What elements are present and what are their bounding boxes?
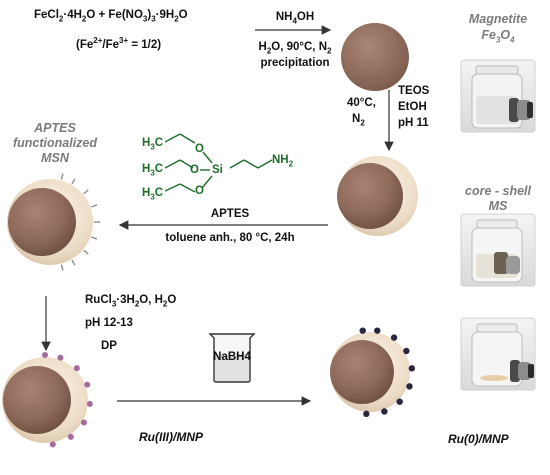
aptes-structure xyxy=(164,133,273,193)
aptes-tag xyxy=(60,173,64,180)
coating-gas: N2 xyxy=(352,113,365,128)
precipitation-conditions: H2O, 90°C, N2 xyxy=(258,41,332,56)
amine-group: NH2 xyxy=(272,154,294,169)
oxygen-1: O xyxy=(195,143,204,155)
aptes-msn-label-line3: MSN xyxy=(41,151,69,165)
ru-photo xyxy=(460,317,536,391)
ph-range-label: pH 12-13 xyxy=(85,317,133,329)
ru0-dot xyxy=(381,408,388,415)
ms-label: MS xyxy=(488,199,508,213)
methyl-3: H3C xyxy=(142,187,164,202)
ru3-dot xyxy=(57,354,64,361)
ru0-dot xyxy=(403,347,410,355)
ru3-mnp-label: Ru(III)/MNP xyxy=(139,430,203,444)
ru0-dot xyxy=(374,327,381,334)
ru0-mnp-label: Ru(0)/MNP xyxy=(448,432,509,446)
methyl-2: H3C xyxy=(142,163,164,178)
ruthenium-reagent: RuCl3·3H2O, H2O xyxy=(85,294,177,309)
magnetite-photo xyxy=(460,59,536,133)
magnetite-formula: Fe3O4 xyxy=(481,28,515,45)
aptes-tag xyxy=(60,264,64,271)
ru0-dot xyxy=(406,383,413,390)
ru0-dot xyxy=(408,365,416,372)
ru3-dot xyxy=(42,352,48,358)
aptes-msn-label-line1: APTES xyxy=(34,121,76,135)
nabh4-label: NaBH4 xyxy=(213,351,251,363)
nh4oh-label: NH4OH xyxy=(275,11,315,26)
magnetite-label: Magnetite xyxy=(468,12,528,26)
functionalization-conditions: toluene anh., 80 °C, 24h xyxy=(165,232,295,244)
silicon-atom: Si xyxy=(212,164,223,176)
etoh-label: EtOH xyxy=(398,101,427,113)
beaker-icon xyxy=(208,333,256,383)
reactants-text: FeCl2·4H2O + Fe(NO3)3·9H2O xyxy=(34,9,188,24)
precipitation-label: precipitation xyxy=(260,57,330,69)
methyl-1: H3C xyxy=(142,137,164,152)
ru3-dot xyxy=(67,433,74,440)
ru3-dot xyxy=(86,400,93,407)
ru0-mnp-particle xyxy=(330,327,416,418)
magnetite-core-particle xyxy=(341,23,409,91)
ru0-dot xyxy=(396,398,403,405)
ru0-dot xyxy=(363,410,370,418)
oxygen-3: O xyxy=(195,185,204,197)
core-shell-label: core - shell xyxy=(465,184,531,198)
aptes-tag xyxy=(91,236,98,240)
aptes-tag xyxy=(91,204,98,208)
aptes-tag xyxy=(83,189,89,195)
ph11-label: pH 11 xyxy=(398,117,429,129)
ru3-dot xyxy=(73,365,80,372)
aptes-tag xyxy=(71,259,76,266)
ru3-dot xyxy=(84,381,91,388)
core-shell-photo xyxy=(460,213,536,287)
dp-label: DP xyxy=(101,340,117,352)
teos-label: TEOS xyxy=(398,85,430,97)
ru3-dot xyxy=(80,419,87,426)
aptes-reagent-label: APTES xyxy=(210,208,250,220)
ru3-dot xyxy=(49,441,56,448)
aptes-tag xyxy=(71,178,76,185)
oxygen-2: O xyxy=(190,164,199,176)
ru0-dot xyxy=(390,334,398,341)
aptes-msn-label-line2: functionalized xyxy=(12,136,98,150)
ru3-mnp-particle xyxy=(2,352,93,448)
aptes-tag xyxy=(83,249,89,255)
iron-ratio-text: (Fe2+/Fe3+ = 1/2) xyxy=(76,36,162,51)
ru0-dot xyxy=(359,327,366,334)
coating-temp: 40°C, xyxy=(347,97,376,109)
aptes-msn-particle xyxy=(7,173,100,271)
core-shell-particle xyxy=(337,156,418,236)
